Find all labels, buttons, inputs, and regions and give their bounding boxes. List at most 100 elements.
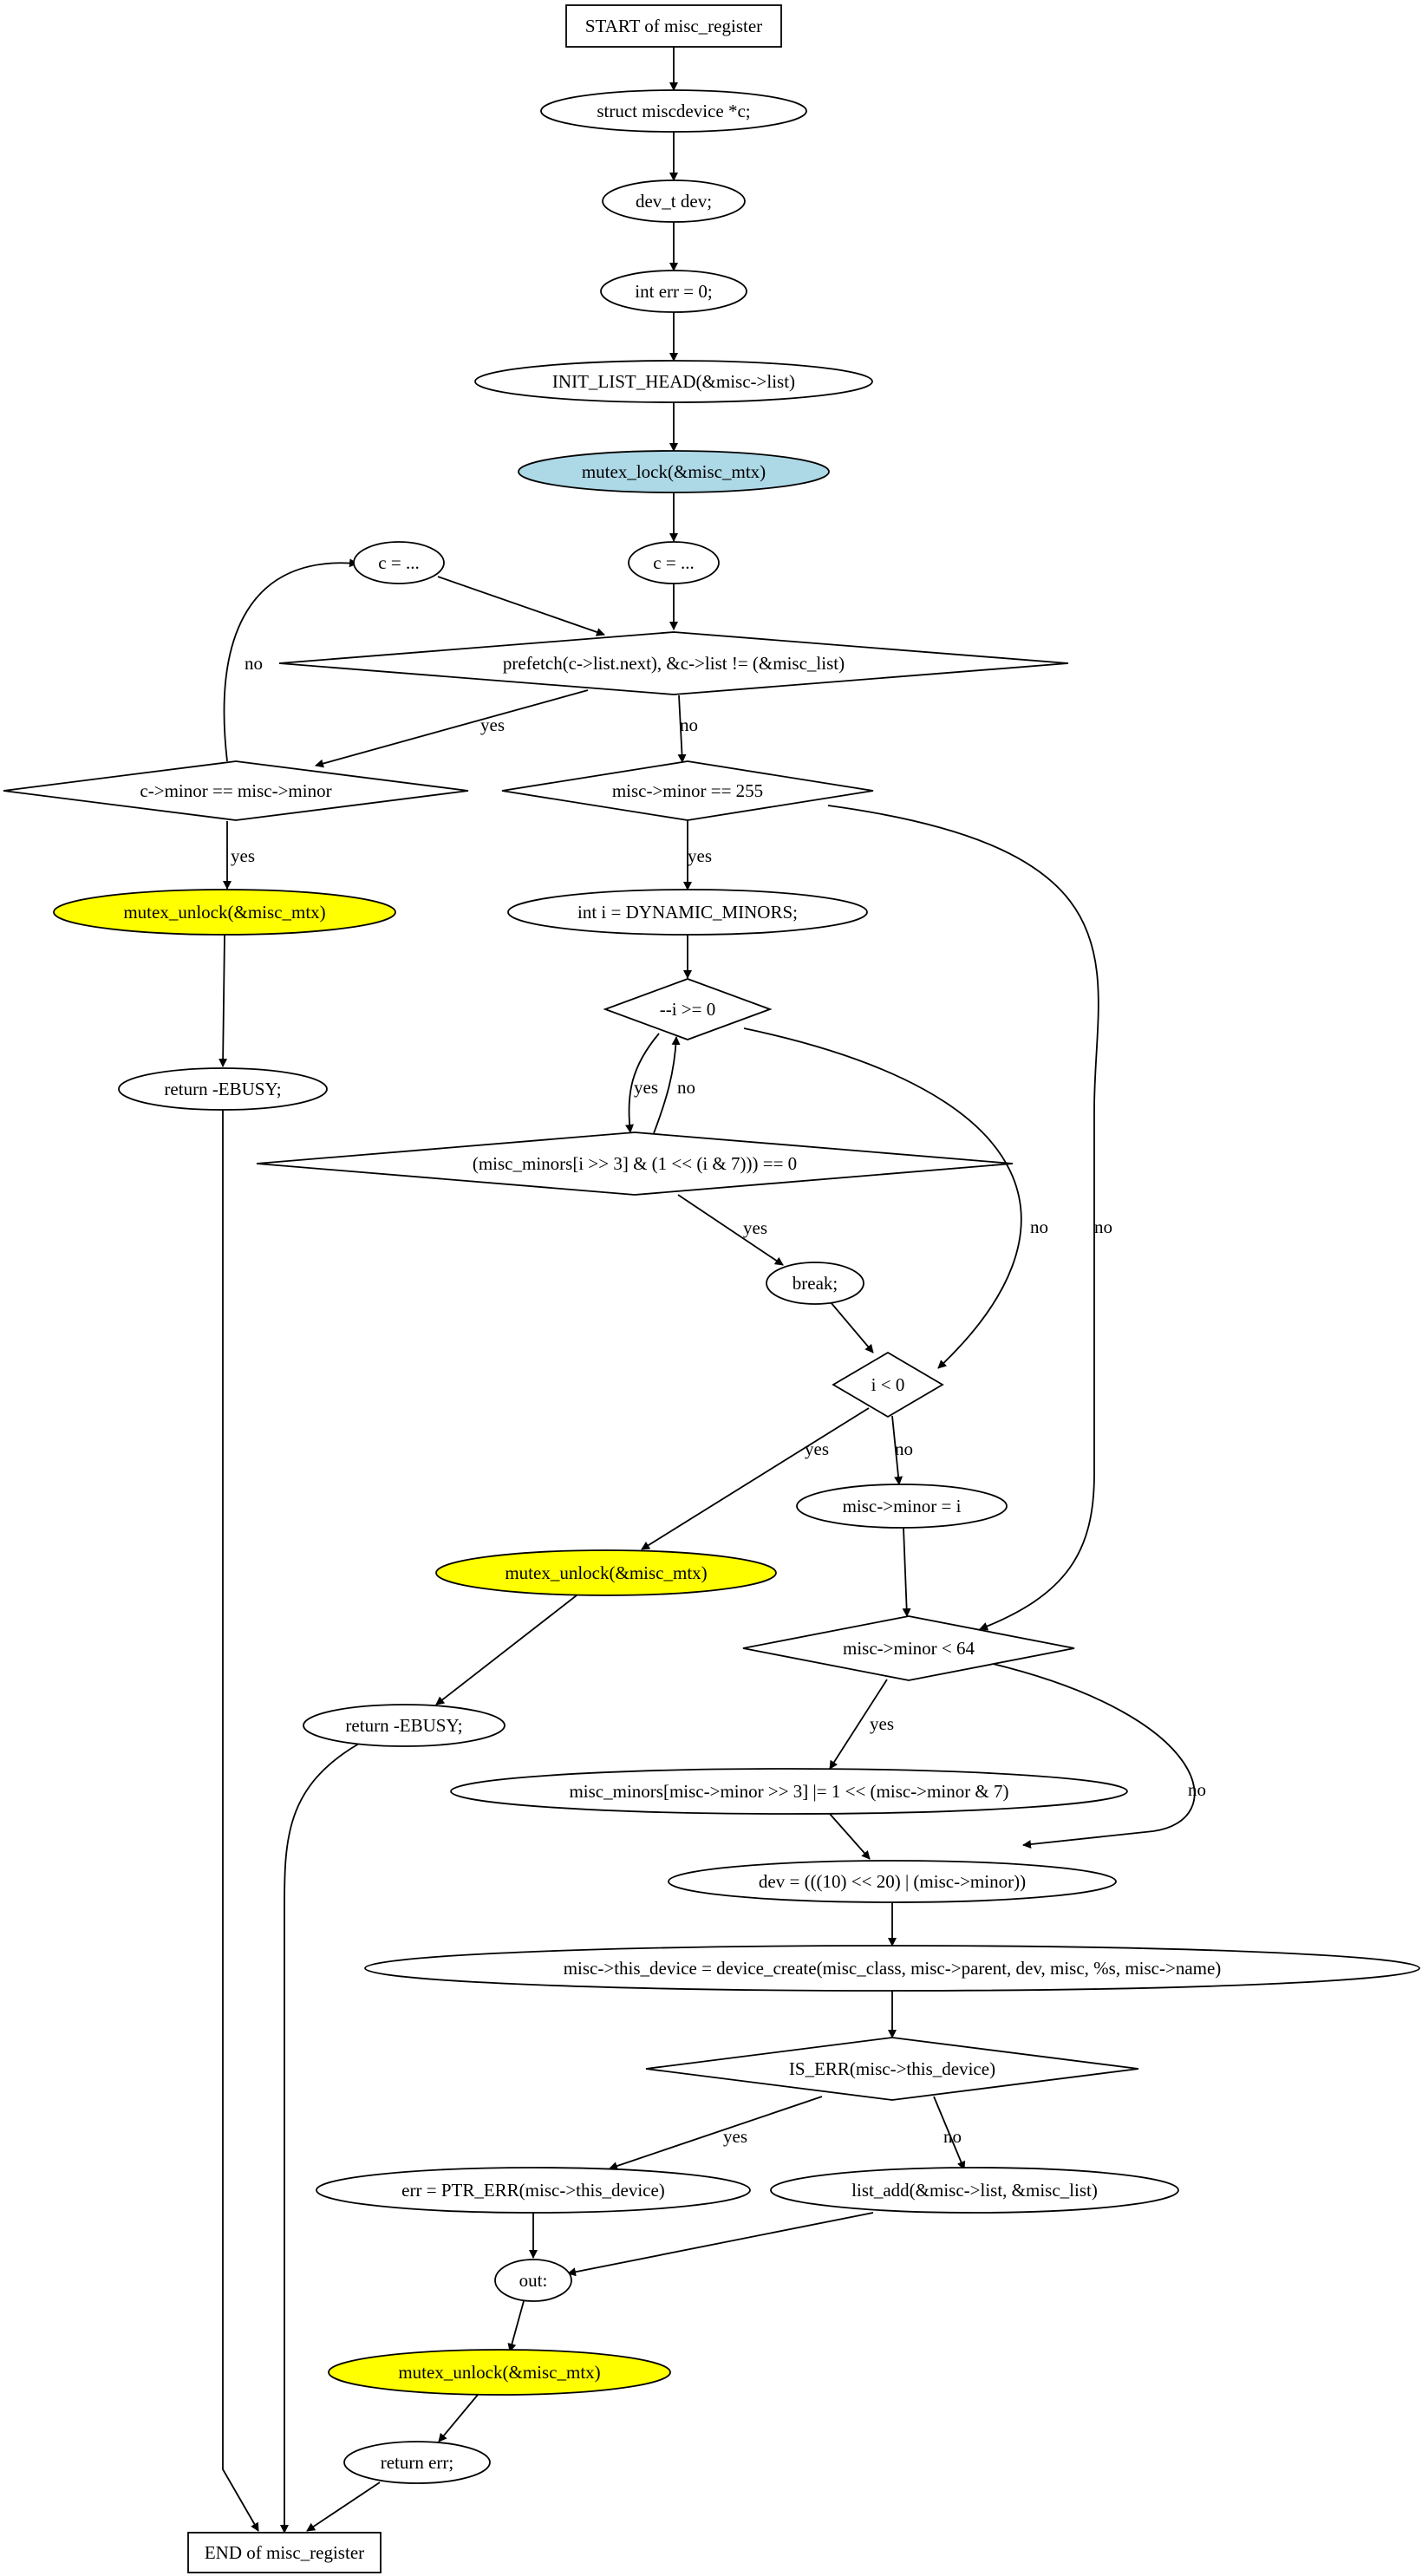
break-ellipse (766, 1262, 864, 1305)
is-err-label: IS_ERR(misc->this_device) (789, 2058, 995, 2079)
start-node: START of misc_register (565, 4, 782, 48)
mutex-lock-ellipse (518, 450, 830, 493)
c-init-ellipse (628, 541, 720, 584)
edge-out-unlock3 (507, 2300, 525, 2352)
edges (219, 47, 1196, 2534)
decl-err-label: int err = 0; (635, 281, 712, 302)
edge-minor255-minorlt64 (827, 805, 1099, 1631)
edge-label-prefetch-yes: yes (480, 714, 505, 735)
minor-255-node: misc->minor == 255 (501, 760, 874, 821)
dev-calc-ellipse (668, 1860, 1117, 1903)
dec-i-diamond (603, 978, 773, 1040)
prefetch-diamond (278, 631, 1069, 695)
end-node: END of misc_register (187, 2532, 382, 2573)
edge-bitcheck-deci (653, 1036, 681, 1134)
c-loop-node: c = ... (353, 541, 445, 584)
edge-label-minorlt64-yes: yes (870, 1713, 894, 1734)
minor-assign-node: misc->minor = i (796, 1484, 1008, 1529)
edge-label-minorlt64-no: no (1188, 1779, 1206, 1800)
unlock-3-ellipse (328, 2349, 671, 2396)
end-label: END of misc_register (205, 2542, 364, 2563)
prefetch-label: prefetch(c->list.next), &c->list != (&mi… (503, 653, 845, 674)
edge-unlock3-reterr (438, 2394, 479, 2442)
ptr-err-label: err = PTR_ERR(misc->this_device) (401, 2180, 665, 2201)
edge-prefetch-minor255 (677, 695, 687, 763)
ptr-err-node: err = PTR_ERR(misc->this_device) (316, 2167, 751, 2214)
edge-cloop-prefetch (437, 576, 605, 636)
edge-minorassign-minorlt64 (902, 1527, 911, 1617)
edge-label-deci-yes: yes (634, 1077, 658, 1098)
bitcheck-diamond (256, 1131, 1014, 1196)
edge-deci-ilt0 (743, 1027, 1022, 1369)
set-bits-node: misc_minors[misc->minor >> 3] |= 1 << (m… (450, 1768, 1128, 1815)
minor-lt64-diamond (742, 1615, 1075, 1681)
ret-ebusy-2-node: return -EBUSY; (303, 1704, 506, 1747)
edge-setbits-devcalc (829, 1813, 871, 1860)
init-list-ellipse (474, 360, 873, 403)
edge-label-loop-no: no (245, 653, 263, 674)
edge-label-bitcheck-yes: yes (743, 1217, 767, 1238)
list-add-label: list_add(&misc->list, &misc_list) (851, 2180, 1098, 2201)
minor-lt64-label: misc->minor < 64 (843, 1638, 975, 1659)
bitcheck-node: (misc_minors[i >> 3] & (1 << (i & 7))) =… (256, 1131, 1014, 1196)
edge-label-prefetch-no: no (680, 714, 698, 735)
unlock-3-label: mutex_unlock(&misc_mtx) (398, 2362, 600, 2383)
unlock-3-node: mutex_unlock(&misc_mtx) (328, 2349, 671, 2396)
end-box (187, 2532, 382, 2573)
edge-break-ilt0 (830, 1301, 874, 1353)
edge-label-deci-no-back: no (677, 1077, 695, 1098)
ret-err-ellipse (343, 2441, 491, 2484)
decl-err-ellipse (600, 270, 747, 313)
mutex-lock-node: mutex_lock(&misc_mtx) (518, 450, 830, 493)
start-label: START of misc_register (585, 16, 762, 36)
ret-ebusy-1-label: return -EBUSY; (164, 1079, 281, 1099)
is-err-diamond (645, 2037, 1139, 2101)
dec-i-node: --i >= 0 (603, 978, 773, 1040)
int-i-label: int i = DYNAMIC_MINORS; (577, 902, 798, 923)
unlock-2-ellipse (435, 1549, 777, 1596)
decl-c-label: struct miscdevice *c; (597, 101, 750, 121)
is-err-node: IS_ERR(misc->this_device) (645, 2037, 1139, 2101)
edge-unlock1-retebusy1 (219, 934, 228, 1067)
unlock-1-ellipse (53, 889, 396, 936)
minor-assign-label: misc->minor = i (843, 1496, 962, 1516)
ptr-err-ellipse (316, 2167, 751, 2214)
ret-ebusy-1-node: return -EBUSY; (118, 1067, 328, 1111)
minor-assign-ellipse (796, 1484, 1008, 1529)
dev-calc-label: dev = (((10) << 20) | (misc->minor)) (759, 1871, 1026, 1892)
edge-ilt0-unlock2 (641, 1407, 870, 1550)
dev-create-node: misc->this_device = device_create(misc_c… (364, 1945, 1420, 1992)
edge-iserr-ptrerr (609, 2096, 823, 2170)
c-init-node: c = ... (628, 541, 720, 584)
dec-i-label: --i >= 0 (660, 999, 716, 1020)
ret-err-label: return err; (381, 2452, 454, 2473)
unlock-2-label: mutex_unlock(&misc_mtx) (505, 1562, 707, 1583)
list-add-node: list_add(&misc->list, &misc_list) (770, 2167, 1179, 2214)
edge-retebusy1-end (222, 1110, 259, 2532)
edge-label-minor255-no: no (1094, 1216, 1112, 1237)
dev-create-ellipse (364, 1945, 1420, 1992)
list-add-ellipse (770, 2167, 1179, 2214)
i-lt0-diamond (832, 1351, 944, 1418)
c-init-label: c = ... (653, 552, 694, 573)
decl-c-ellipse (540, 89, 807, 133)
edge-label-deci-no: no (1030, 1216, 1048, 1237)
out-node: out: (494, 2259, 572, 2302)
edge-bitcheck-break (677, 1194, 784, 1266)
ret-ebusy-1-ellipse (118, 1067, 328, 1111)
edge-prefetch-minoreq (315, 689, 589, 768)
edge-reterr-end (306, 2481, 381, 2532)
edge-unlock2-retebusy2 (435, 1595, 577, 1705)
minor-255-diamond (501, 760, 874, 821)
decl-dev-ellipse (602, 179, 746, 223)
edge-minorlt64-setbits (829, 1679, 888, 1770)
set-bits-ellipse (450, 1768, 1128, 1815)
edge-deci-bitcheck (625, 1033, 660, 1133)
decl-dev-label: dev_t dev; (636, 191, 712, 212)
edge-label-minor255-yes: yes (688, 845, 712, 866)
edge-minorlt64-devcalc (988, 1662, 1196, 1849)
decl-dev-node: dev_t dev; (602, 179, 746, 223)
minor-eq-node: c->minor == misc->minor (3, 760, 469, 821)
out-ellipse (494, 2259, 572, 2302)
prefetch-node: prefetch(c->list.next), &c->list != (&mi… (278, 631, 1069, 695)
